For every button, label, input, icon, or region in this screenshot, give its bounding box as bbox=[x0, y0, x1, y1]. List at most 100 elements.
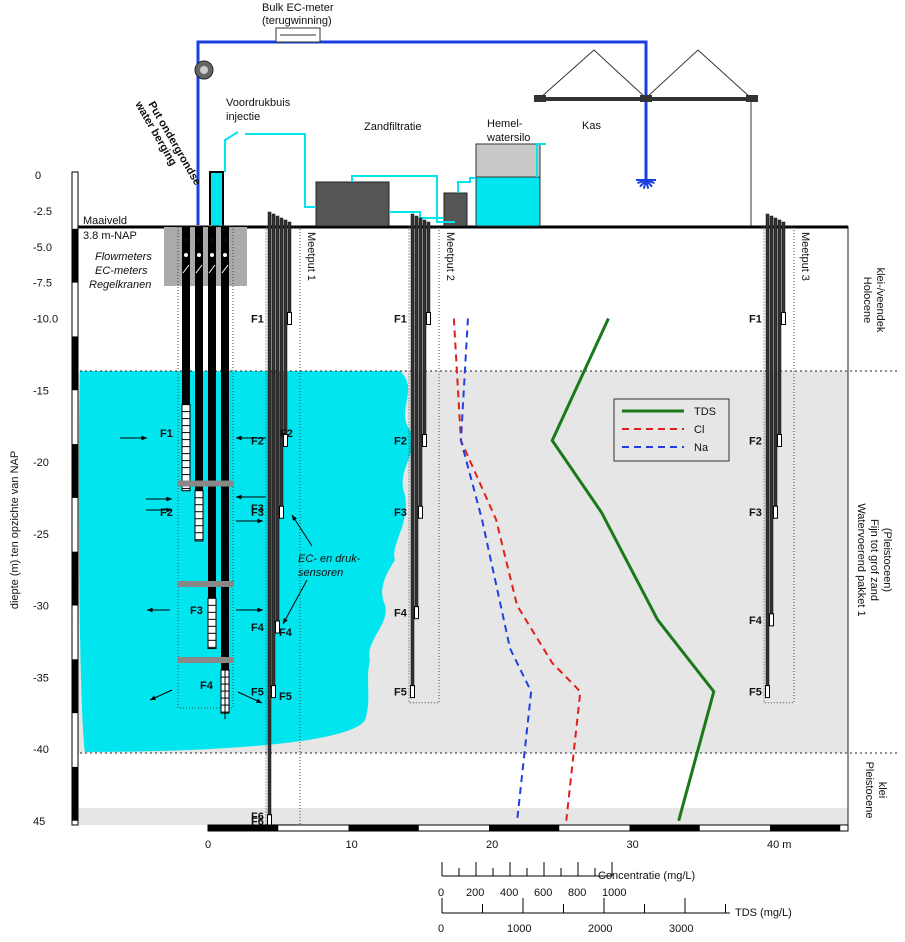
well1-side-label: F5 bbox=[279, 691, 292, 703]
well-filter bbox=[279, 505, 284, 519]
well-tube bbox=[773, 217, 778, 513]
layer-label-0: klei-/veendek bbox=[874, 268, 886, 333]
depth-tick-label: -7.5 bbox=[33, 278, 52, 290]
flowmeter-icon: × bbox=[183, 235, 189, 247]
main-tube bbox=[195, 227, 203, 541]
well-filter bbox=[426, 312, 431, 325]
flow-arrow-head bbox=[141, 435, 147, 441]
depth-ruler-segment bbox=[72, 336, 78, 391]
well-filter bbox=[410, 685, 415, 699]
well-filter-label: F5 bbox=[749, 687, 762, 699]
depth-ruler-segment bbox=[72, 444, 78, 498]
recovery-pipe bbox=[196, 40, 648, 225]
well-filter-label: F4 bbox=[251, 622, 265, 634]
main-filter-label: F4 bbox=[200, 680, 214, 692]
ec-meter-icon bbox=[210, 253, 214, 257]
distance-tick-label: 10 bbox=[346, 839, 358, 851]
main-tube bbox=[182, 227, 190, 491]
valve-icon bbox=[208, 264, 216, 274]
injection-pipe-4 bbox=[457, 177, 476, 193]
flowmeter-icon: × bbox=[209, 235, 215, 247]
sand-filter-1 bbox=[315, 181, 390, 227]
distance-bar-segment bbox=[489, 825, 560, 831]
well-filter-label: F1 bbox=[251, 314, 264, 326]
main-filter-label: F2 bbox=[160, 507, 173, 519]
well-tube bbox=[418, 217, 423, 513]
series-na bbox=[459, 318, 533, 821]
well-filter-label: F1 bbox=[749, 314, 762, 326]
freshwater-bubble bbox=[78, 371, 413, 752]
silo-air bbox=[475, 143, 541, 178]
legend-label: Cl bbox=[694, 424, 704, 436]
ec-meter-icon bbox=[223, 253, 227, 257]
pump-hub bbox=[200, 66, 208, 74]
well-tube bbox=[271, 213, 276, 692]
well-tube bbox=[781, 221, 786, 319]
ground-level-label: 3.8 m-NAP bbox=[83, 230, 137, 242]
well-filter-label: F1 bbox=[394, 314, 407, 326]
well-filter bbox=[287, 312, 292, 325]
well-filter bbox=[769, 613, 774, 627]
distance-tick-label: 20 bbox=[486, 839, 498, 851]
main-tube bbox=[208, 227, 216, 649]
well-filter-label: F3 bbox=[251, 507, 264, 519]
distance-tick-label: 30 bbox=[627, 839, 639, 851]
main-filter-label: F1 bbox=[160, 428, 173, 440]
ec-meter-icon bbox=[197, 253, 201, 257]
well-filter bbox=[777, 433, 782, 447]
injection-pipe-2 bbox=[351, 175, 455, 223]
well1-f6-label: F6 bbox=[251, 811, 264, 823]
well-filter-label: F2 bbox=[251, 435, 264, 447]
well-head bbox=[209, 171, 224, 226]
distance-bar-segment bbox=[348, 825, 419, 831]
well-title: Meetput 2 bbox=[444, 232, 456, 281]
silo-inlet bbox=[536, 143, 546, 177]
well1-side-label: F4 bbox=[279, 627, 293, 639]
distance-tick-label: 40 m bbox=[767, 839, 791, 851]
well-tube bbox=[426, 221, 431, 319]
injection-valve bbox=[224, 131, 239, 172]
legend-label: Na bbox=[694, 442, 709, 454]
main-filter-screen bbox=[207, 597, 217, 650]
depth-ruler-segment bbox=[72, 766, 78, 821]
conc-tick-label: 800 bbox=[568, 887, 586, 899]
main-filter-screen bbox=[194, 490, 204, 542]
well-filter bbox=[271, 685, 276, 699]
well-tube bbox=[769, 215, 774, 621]
ec-meter-icon bbox=[184, 253, 188, 257]
distance-tick-label: 0 bbox=[205, 839, 211, 851]
valve-icon bbox=[182, 264, 190, 274]
head-label: EC-meters bbox=[95, 265, 148, 277]
ec-meter-label-1: (terugwinning) bbox=[262, 15, 332, 27]
depth-axis-label: diepte (m) ten opzichte van NAP bbox=[9, 451, 21, 609]
well-filter-label: F3 bbox=[749, 507, 762, 519]
injection-pipe-3 bbox=[389, 211, 444, 219]
distance-bar-segment bbox=[629, 825, 700, 831]
distance-bar-segment bbox=[208, 825, 279, 831]
well-filter bbox=[781, 312, 786, 325]
sensor-arrow-head bbox=[292, 515, 297, 521]
depth-tick-label: -2.5 bbox=[33, 206, 52, 218]
flowmeter-icon: × bbox=[196, 235, 202, 247]
conc-tick-label: 1000 bbox=[602, 887, 626, 899]
flow-arrow-head bbox=[236, 494, 242, 500]
sensor-arrow-head bbox=[283, 618, 288, 624]
tds-tick-label: 2000 bbox=[588, 923, 612, 935]
axes: 0-2.5-5.0-7.5-10.0-15-20-25-30-35-4045di… bbox=[9, 170, 849, 935]
flow-arrow-head bbox=[257, 607, 263, 613]
layer-label-1: (Pleistoceen) bbox=[881, 528, 893, 592]
depth-tick-label: 0 bbox=[35, 170, 41, 182]
flow-arrow-head bbox=[166, 507, 172, 513]
depth-ruler-segment bbox=[72, 228, 78, 283]
injection-label-1: injectie bbox=[226, 111, 260, 123]
well-filter-label: F4 bbox=[749, 615, 763, 627]
bentonite-seal bbox=[178, 580, 234, 587]
bentonite-seal bbox=[178, 657, 234, 664]
well1-side-label: F3 bbox=[251, 503, 264, 515]
flow-arrow-head bbox=[257, 518, 263, 524]
layer-label-1: Fijn tot grof zand bbox=[868, 519, 880, 601]
well-filter-label: F5 bbox=[251, 687, 264, 699]
